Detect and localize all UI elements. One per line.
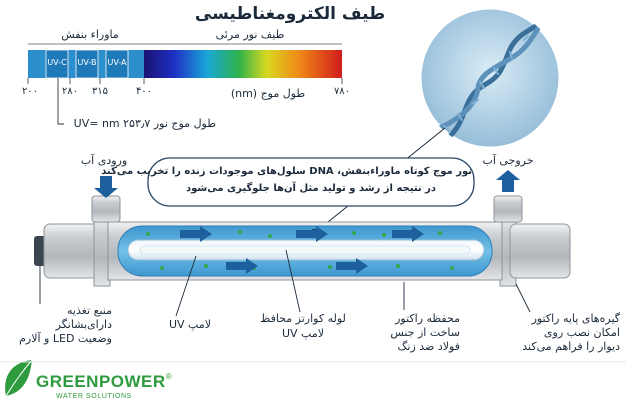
uv-a-band (105, 49, 129, 79)
inlet-arrow (94, 176, 118, 198)
uv-reactor (34, 170, 571, 287)
power-supply-label-1: منبع تغذیه (67, 304, 112, 317)
power-supply-label-3: وضعیت LED و آلارم (19, 332, 112, 345)
uv-lamp-label: لامپ UV (168, 318, 212, 331)
band-label-uv-b: UV-B (77, 58, 97, 67)
uv-c-band (45, 49, 69, 79)
tick-label-200: ۲۰۰ (21, 86, 39, 97)
uv-wavelength-pointer (57, 78, 64, 125)
water-outlet-label: خروجی آب (482, 154, 534, 167)
tick-label-780: ۷۸۰ (333, 86, 351, 97)
outlet-arrow (496, 170, 520, 192)
uv-lamp (139, 245, 471, 255)
page-title: طیف الکترومغناطیسی (194, 4, 386, 24)
tick-label-280: ۲۸۰ (61, 86, 79, 97)
inlet-port (91, 195, 121, 223)
tick-label-315: ۳۱۵ (91, 86, 109, 97)
reactor-chamber-label-3: فولاد ضد زنگ (397, 340, 460, 353)
brand-tagline: WATER SOLUTIONS (56, 393, 132, 400)
spectrum-bar (27, 43, 343, 125)
visible-region (144, 50, 342, 78)
flow-arrows (180, 226, 424, 274)
brand-registered-mark: ® (165, 372, 172, 381)
visible-region-label: طیف نور مرئی (215, 28, 285, 41)
uv-region-label: ماوراء بنفش (61, 28, 119, 41)
water-inlet-label: ورودی آب (80, 154, 128, 167)
outlet-port (493, 195, 523, 223)
band-label-uv-a: UV-A (107, 58, 127, 67)
leader-lines (39, 249, 531, 317)
quartz-sleeve-label-1: لوله کوارتز محافظ (260, 312, 346, 325)
reactor-chamber-label-1: محفظه راکتور (395, 312, 460, 325)
quartz-sleeve-label-2: لامپ UV (281, 327, 325, 340)
brand-logo: GREENPOWER® (36, 372, 172, 392)
uv-wavelength-note: طول موج نور UV= nm ۲۵۳٫۷ (73, 117, 216, 130)
mounting-clamps-label-1: گیره‌های پایه راکتور (531, 312, 620, 325)
mounting-clamps-label-2: امکان نصب روی (543, 326, 620, 339)
axis-label: طول موج (nm) (230, 87, 306, 100)
power-supply-label-2: دارای‌بشانگر (55, 318, 112, 331)
band-label-uv-c: UV-C (47, 58, 67, 67)
callout-line-2: در نتیجه از رشد و تولید مثل آن‌ها جلوگیر… (185, 183, 437, 194)
callout-line-1: نور موج کوتاه ماوراء‌بنفش، DNA سلول‌های … (101, 166, 472, 177)
brand-leaf-icon (5, 359, 33, 397)
uv-b-band (75, 49, 99, 79)
brand-name: GREENPOWER (36, 372, 166, 391)
callout-bubble (147, 157, 475, 207)
reactor-chamber-label-2: ساخت از جنس (390, 326, 460, 339)
tick-label-400: ۴۰۰ (135, 86, 153, 97)
mounting-clamps-label-3: دیوار را فراهم می‌کند (522, 340, 620, 353)
